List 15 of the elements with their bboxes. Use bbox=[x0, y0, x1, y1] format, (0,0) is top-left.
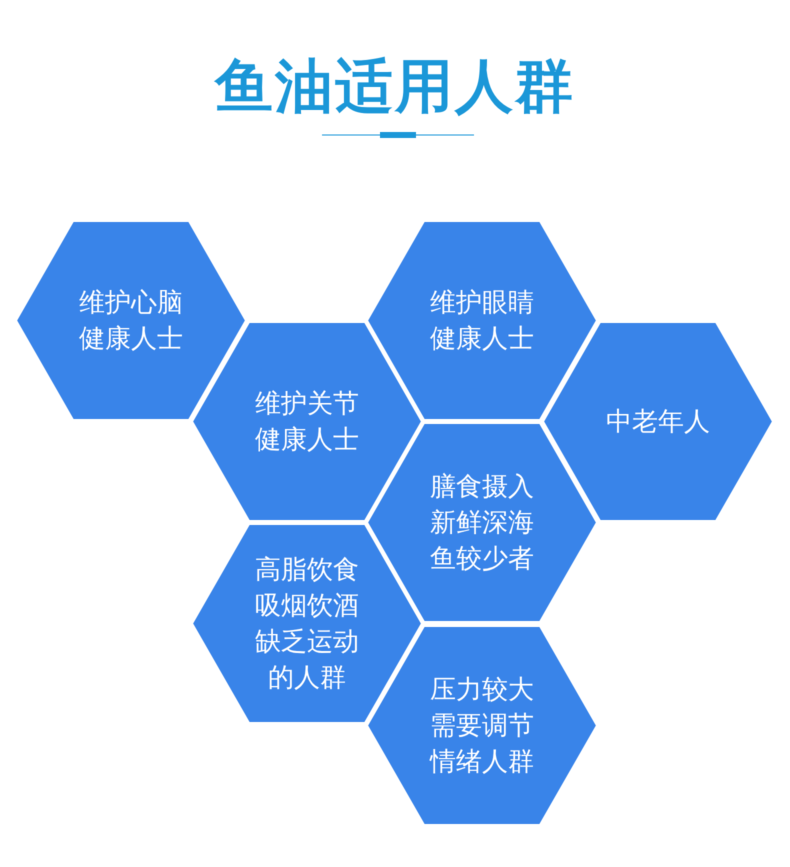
hexagon-node bbox=[366, 220, 598, 421]
hexagon-node bbox=[542, 321, 774, 522]
node-text: 维护眼睛健康人士 bbox=[429, 286, 535, 356]
node-text: 膳食摄入新鲜深海鱼较少者 bbox=[429, 470, 535, 576]
node-text: 压力较大需要调节情绪人群 bbox=[428, 674, 535, 778]
node-text: 高脂饮食吸烟饮酒缺乏运动的人群 bbox=[254, 554, 360, 694]
node-text: 中老年人 bbox=[605, 406, 711, 438]
node-text: 维护关节健康人士 bbox=[254, 388, 360, 456]
node-text: 维护心脑健康人士 bbox=[78, 286, 184, 356]
hexagon-node bbox=[366, 422, 598, 623]
hexagon-node bbox=[191, 321, 423, 522]
hexagon-node bbox=[191, 523, 423, 724]
hexagon-node bbox=[366, 625, 598, 826]
hexagon-node bbox=[15, 220, 247, 421]
title: 鱼油适用人群 bbox=[215, 52, 575, 120]
